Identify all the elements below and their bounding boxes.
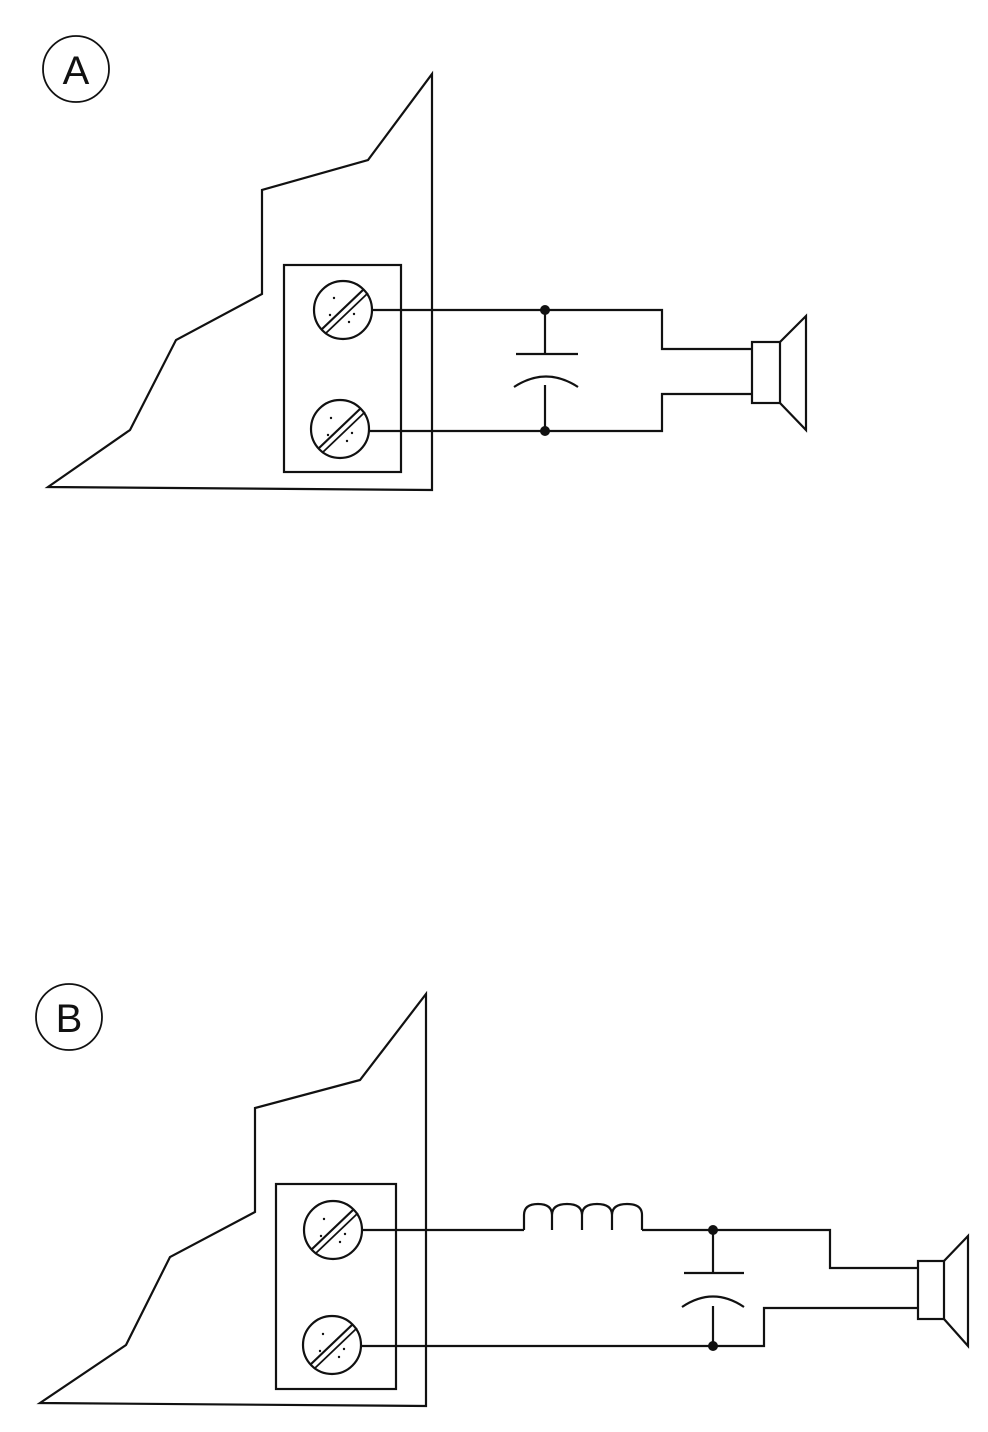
speaker-icon [750,313,808,433]
screw-terminal-icon [301,1314,363,1376]
wiring-a [369,305,752,436]
figure-b-label: B [56,997,83,1041]
amplifier-housing [44,70,434,492]
figure-b: B [35,983,970,1408]
terminal-panel [282,263,403,474]
terminal-panel [274,1182,398,1391]
figure-a: A [42,35,808,492]
figure-a-badge: A [42,35,110,103]
screw-terminal-icon [302,1199,364,1261]
inductor-coil-icon [522,1202,644,1230]
figure-b-badge: B [35,983,103,1051]
screw-terminal-icon [309,398,371,460]
capacitor-icon [513,352,579,388]
speaker-icon [916,1233,970,1349]
capacitor-icon [681,1271,745,1308]
amplifier-housing [36,990,428,1408]
screw-terminal-icon [312,279,374,341]
wiring-b [360,1225,918,1351]
figure-a-label: A [63,49,90,93]
